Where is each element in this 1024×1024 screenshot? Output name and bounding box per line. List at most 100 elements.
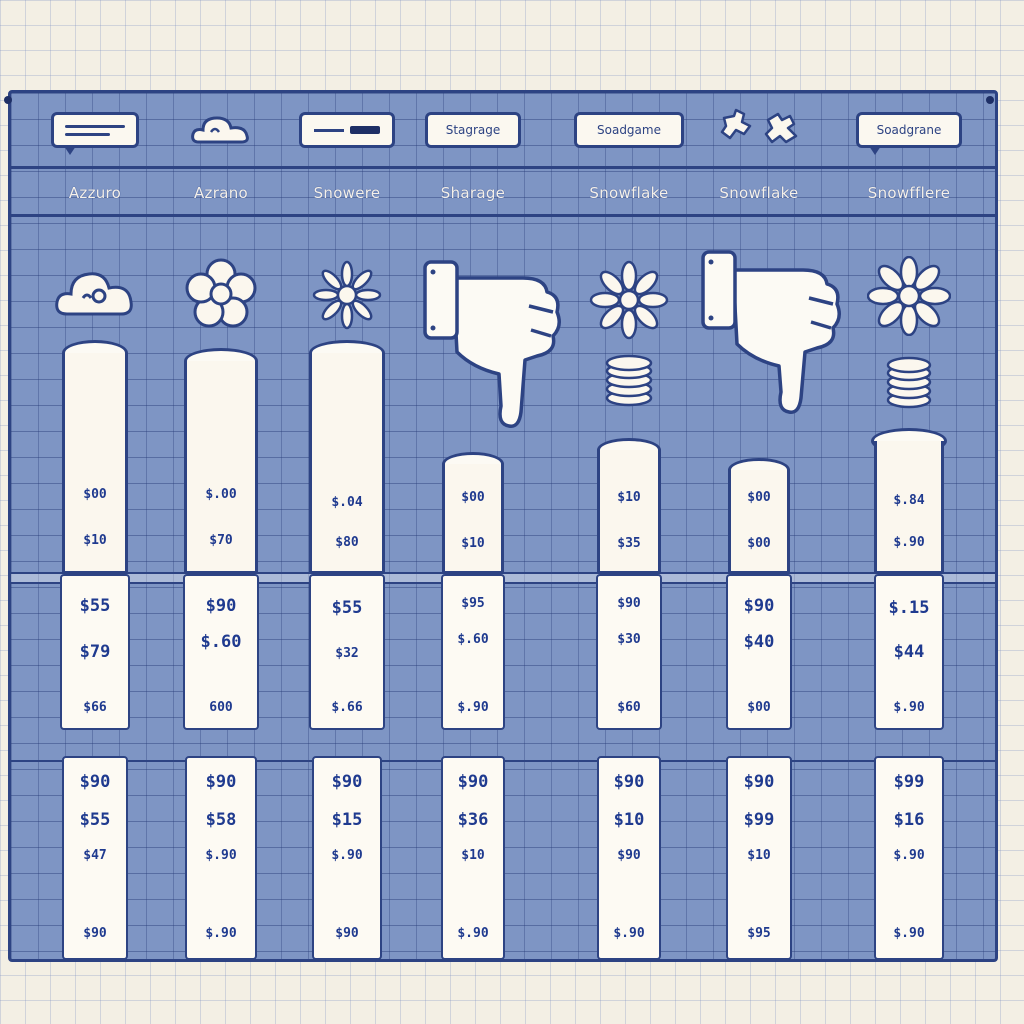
column-snowere: Snowere $.04 $80 $55 $32 $.66 $90 $15 $.… xyxy=(284,0,410,1024)
price: $90 xyxy=(331,772,363,792)
price: $00 xyxy=(747,490,771,505)
thumbs-down-icon xyxy=(701,250,841,414)
price: $90 xyxy=(613,772,645,792)
flower-icon xyxy=(589,260,669,340)
price: $.90 xyxy=(457,926,489,941)
price: $36 xyxy=(457,810,489,830)
price: $35 xyxy=(617,536,641,551)
header-text: Soadgrane xyxy=(876,123,942,137)
price-cylinder-upper: $.00 $70 xyxy=(184,361,258,573)
column-snowflake-2: Snowflake $00 $00 $90 $40 $00 $90 $99 $1… xyxy=(696,0,841,1024)
column-name: Sharage xyxy=(440,184,506,202)
price: $.90 xyxy=(331,848,363,863)
price-segment: $90 $36 $10 $.90 xyxy=(441,756,505,960)
price: $.66 xyxy=(331,700,363,715)
price: $90 xyxy=(617,848,641,863)
price: $90 xyxy=(205,772,237,792)
price: $90 xyxy=(617,596,641,611)
header-text: Stagrage xyxy=(445,123,501,137)
price: $.84 xyxy=(893,493,925,508)
price: $10 xyxy=(461,848,485,863)
column-name: Snowflake xyxy=(589,184,669,202)
thumbs-down-icon xyxy=(423,260,561,428)
price-cylinder-upper: $00 $10 xyxy=(442,464,504,573)
price: $95 xyxy=(747,926,771,941)
header-label: Soadgame xyxy=(574,112,684,148)
pin xyxy=(4,96,12,104)
price: $90 xyxy=(457,772,489,792)
header-divider xyxy=(8,166,998,169)
price: $.04 xyxy=(331,495,363,510)
price-cylinder-upper: $00 $00 xyxy=(728,470,790,573)
price: $90 xyxy=(205,596,237,616)
price-cylinder-upper: $00 $10 xyxy=(62,353,128,573)
cloud-icon xyxy=(55,272,133,316)
price: 600 xyxy=(209,700,233,715)
price-cylinder-upper: $10 $35 xyxy=(597,450,661,573)
flower-icon xyxy=(867,256,951,336)
header-input-bar-icon xyxy=(299,112,395,148)
price: $99 xyxy=(893,772,925,792)
price-segment: $90 $30 $60 xyxy=(596,574,662,730)
column-name: Snowflake xyxy=(719,184,799,202)
column-sharage: Stagrage Sharage $00 $10 $95 $.60 $.90 $… xyxy=(410,0,561,1024)
price: $.90 xyxy=(893,535,925,550)
price-segment: $90 $10 $90 $.90 xyxy=(597,756,661,960)
header-text: Soadgame xyxy=(597,123,661,137)
column-name: Azrano xyxy=(194,184,248,202)
price: $.90 xyxy=(457,700,489,715)
puzzle-icon xyxy=(720,108,798,144)
price: $00 xyxy=(83,487,107,502)
price-segment: $90 $40 $00 xyxy=(726,574,792,730)
price: $30 xyxy=(617,632,641,647)
price: $.00 xyxy=(205,487,237,502)
price: $90 xyxy=(743,772,775,792)
header-speech-bubble-icon xyxy=(51,112,139,155)
price: $55 xyxy=(79,810,111,830)
price: $.90 xyxy=(893,926,925,941)
price-cylinder-upper: $.04 $80 xyxy=(309,353,385,573)
price: $90 xyxy=(743,596,775,616)
price: $66 xyxy=(83,700,107,715)
price: $90 xyxy=(79,772,111,792)
price: $55 xyxy=(79,596,111,616)
price: $00 xyxy=(461,490,485,505)
price-segment: $.15 $44 $.90 xyxy=(874,574,944,730)
price: $80 xyxy=(335,535,359,550)
price: $.90 xyxy=(893,700,925,715)
price-segment: $99 $16 $.90 $.90 xyxy=(874,756,944,960)
price-segment: $90 $15 $.90 $90 xyxy=(312,756,382,960)
price-segment: $90 $99 $10 $95 xyxy=(726,756,792,960)
price: $.90 xyxy=(613,926,645,941)
coin-stack-icon xyxy=(605,354,653,407)
price: $10 xyxy=(83,533,107,548)
price: $.90 xyxy=(893,848,925,863)
column-name: Snowere xyxy=(313,184,381,202)
header-speech-bubble-label: Soadgrane xyxy=(856,112,962,155)
pin xyxy=(986,96,994,104)
price: $10 xyxy=(461,536,485,551)
flower-icon xyxy=(185,258,257,328)
price: $.60 xyxy=(457,632,489,647)
price: $44 xyxy=(893,642,925,662)
price: $10 xyxy=(617,490,641,505)
price: $47 xyxy=(83,848,107,863)
price-segment: $90 $.60 600 xyxy=(183,574,259,730)
column-name: Snowfflere xyxy=(867,184,951,202)
column-name: Azzuro xyxy=(68,184,122,202)
coin-stack-icon xyxy=(886,356,932,409)
price-segment: $90 $55 $47 $90 xyxy=(62,756,128,960)
price: $58 xyxy=(205,810,237,830)
header-label: Stagrage xyxy=(425,112,521,148)
column-snowfflere: Soadgrane Snowfflere $.84 $.90 $.15 $44 … xyxy=(846,0,972,1024)
price: $10 xyxy=(747,848,771,863)
price-segment: $95 $.60 $.90 xyxy=(441,574,505,730)
price-segment: $55 $79 $66 xyxy=(60,574,130,730)
price: $90 xyxy=(83,926,107,941)
column-azzuro: Azzuro $00 $10 $55 $79 $66 $90 $55 $47 $… xyxy=(32,0,158,1024)
name-divider xyxy=(8,214,998,217)
price: $10 xyxy=(613,810,645,830)
price: $00 xyxy=(747,700,771,715)
price: $16 xyxy=(893,810,925,830)
column-azrano: Azrano $.00 $70 $90 $.60 600 $90 $58 $.9… xyxy=(158,0,284,1024)
